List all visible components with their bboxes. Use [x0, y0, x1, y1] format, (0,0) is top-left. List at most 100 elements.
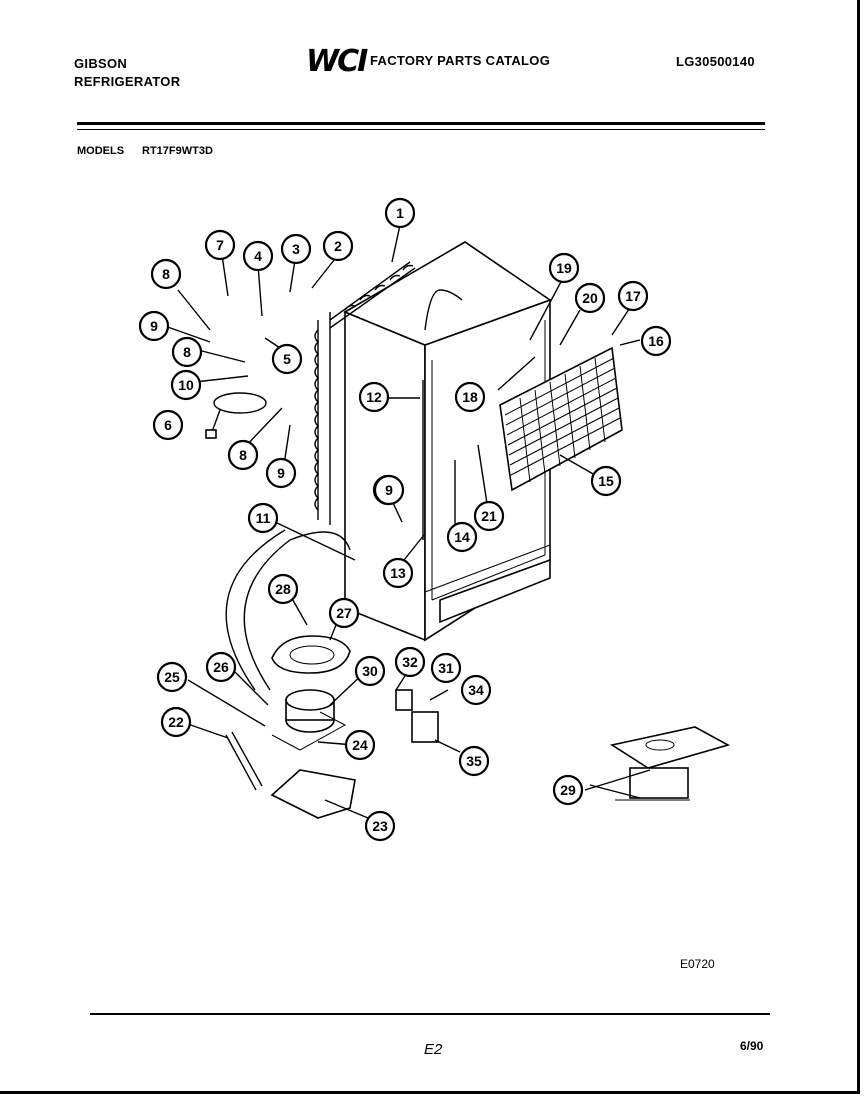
callout-13: 13: [382, 557, 414, 589]
models-value: RT17F9WT3D: [142, 145, 213, 157]
callout-9: 9: [265, 457, 297, 489]
callout-27: 27: [328, 597, 360, 629]
callout-circle: [373, 474, 405, 506]
callout-25: 25: [156, 661, 188, 693]
callout-circle: [247, 502, 279, 534]
callout-label: 28: [275, 581, 291, 597]
callout-6: 6: [152, 409, 184, 441]
callout-label: 31: [438, 660, 454, 676]
callout-label: 16: [648, 333, 664, 349]
callout-label: 34: [468, 682, 484, 698]
heat-exchanger-tube: [424, 289, 463, 331]
callout-label: 24: [352, 737, 368, 753]
callout-circle: [267, 573, 299, 605]
callout-15: 15: [590, 465, 622, 497]
callout-label: 17: [625, 288, 641, 304]
callout-circle: [138, 310, 170, 342]
callout-24: 24: [344, 729, 376, 761]
callout-label: 29: [560, 782, 576, 798]
callout-20: 20: [574, 282, 606, 314]
callout-28: 28: [267, 573, 299, 605]
callout-8: 8: [150, 258, 182, 290]
callout-circle: [170, 369, 202, 401]
callout-11: 11: [247, 502, 279, 534]
callout-circle: [458, 745, 490, 777]
compressor: [271, 689, 347, 751]
callout-label: 8: [183, 344, 191, 360]
callout-label: 9: [277, 465, 285, 481]
diagram-code: E0720: [680, 957, 715, 971]
callout-9: 9: [138, 310, 170, 342]
callout-label: 26: [213, 659, 229, 675]
callout-label: 8: [162, 266, 170, 282]
callout-label: 8: [239, 447, 247, 463]
catalog-number: LG30500140: [676, 54, 755, 69]
callout-23: 23: [364, 810, 396, 842]
callout-14: 14: [446, 521, 478, 553]
revision-date: 6/90: [740, 1039, 764, 1053]
defrost-drain-hose: [225, 529, 351, 691]
callout-circle: [574, 282, 606, 314]
callout-label: 7: [216, 237, 224, 253]
callout-label: 9: [385, 482, 393, 498]
callout-12: 12: [358, 381, 390, 413]
callout-circle: [617, 280, 649, 312]
callout-35: 35: [458, 745, 490, 777]
callout-2: 2: [322, 230, 354, 262]
footer-rule: [90, 1013, 770, 1015]
catalog-title: FACTORY PARTS CATALOG: [370, 53, 551, 68]
condenser-coil: [314, 261, 416, 525]
callout-circle: [265, 457, 297, 489]
callout-circle: [454, 381, 486, 413]
callout-circle: [150, 258, 182, 290]
callout-label: 30: [362, 663, 378, 679]
callout-circle: [460, 674, 492, 706]
callout-circle: [328, 597, 360, 629]
header-rule-thin: [77, 129, 765, 130]
callout-circle: [358, 381, 390, 413]
callout-circle: [548, 252, 580, 284]
callout-29: 29: [552, 774, 584, 806]
callout-label: 10: [178, 377, 194, 393]
callout-circle: [204, 229, 236, 261]
relay-cover: [395, 689, 413, 711]
callout-circle: [171, 336, 203, 368]
callout-circle: [430, 652, 462, 684]
callout-circle: [344, 729, 376, 761]
page-number: E2: [424, 1041, 443, 1058]
callout-circle: [271, 343, 303, 375]
callout-label: 3: [292, 241, 300, 257]
callout-label: 4: [254, 248, 262, 264]
callout-30: 30: [354, 655, 386, 687]
header-rule: [77, 122, 765, 125]
power-cord: [205, 392, 267, 439]
callout-label: 27: [336, 605, 352, 621]
callout-circle: [152, 409, 184, 441]
callout-label: 14: [454, 529, 470, 545]
evaporator-coil: [499, 346, 623, 492]
callout-circle: [364, 810, 396, 842]
callout-circle: [280, 233, 312, 265]
callout-34: 34: [460, 674, 492, 706]
callout-circle: [354, 655, 386, 687]
callout-label: 12: [366, 389, 382, 405]
brand-name: GIBSON: [74, 56, 128, 71]
callout-circle: [394, 646, 426, 678]
callout-18: 18: [454, 381, 486, 413]
callout-9: 9: [373, 474, 405, 506]
alternate-compressor: [609, 726, 731, 801]
callout-label: 11: [256, 510, 271, 526]
bracket: [225, 731, 263, 791]
callout-21: 21: [473, 500, 505, 532]
callout-label: 15: [598, 473, 614, 489]
callout-label: 19: [556, 260, 572, 276]
callout-circle: [242, 240, 274, 272]
callout-circle: [640, 325, 672, 357]
callout-circle: [384, 197, 416, 229]
callout-circle: [205, 651, 237, 683]
callout-8: 8: [227, 439, 259, 471]
callout-4: 4: [242, 240, 274, 272]
callout-16: 16: [640, 325, 672, 357]
